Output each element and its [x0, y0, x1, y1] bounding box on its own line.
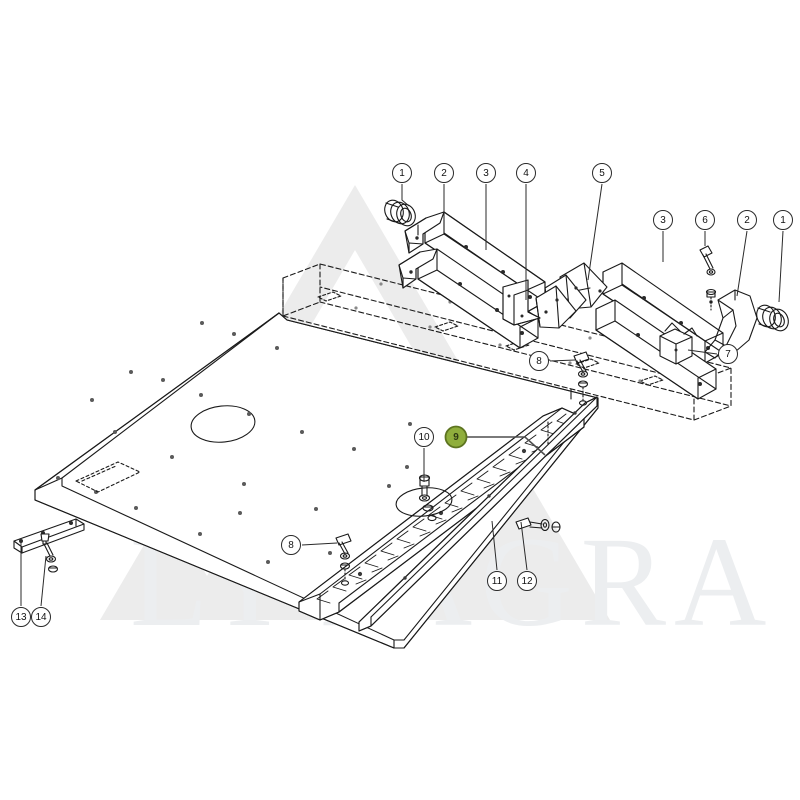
callout-bubble[interactable] — [392, 163, 412, 183]
line-drawing-layer — [13, 199, 789, 649]
callout-bubble[interactable] — [773, 210, 793, 230]
callout-11[interactable]: 11 — [487, 571, 507, 591]
callout-number: 3 — [660, 215, 666, 226]
callout-number: 1 — [780, 215, 786, 226]
callout-2[interactable]: 2 — [737, 210, 757, 230]
clamp-block — [659, 322, 698, 365]
callout-bubble[interactable] — [487, 571, 507, 591]
callout-bubble[interactable] — [718, 344, 738, 364]
callout-bubble[interactable] — [434, 163, 454, 183]
callout-number: 14 — [35, 612, 47, 623]
callout-number: 6 — [702, 215, 708, 226]
callout-2[interactable]: 2 — [434, 163, 454, 183]
callout-bubble[interactable] — [414, 427, 434, 447]
callout-13[interactable]: 13 — [11, 607, 31, 627]
callout-bubble[interactable] — [444, 425, 468, 449]
callout-leader-7 — [687, 349, 718, 355]
callout-leader-12 — [520, 521, 528, 571]
bushing-collar-right — [756, 304, 789, 332]
bushing-collar-left — [384, 199, 416, 227]
auger-trough-right — [595, 262, 724, 400]
callout-number: 1 — [399, 168, 405, 179]
callout-bubble[interactable] — [516, 163, 536, 183]
center-support-bracket — [502, 279, 541, 326]
callout-number: 4 — [523, 168, 529, 179]
callout-number: 3 — [483, 168, 489, 179]
callout-bubble[interactable] — [737, 210, 757, 230]
callout-1[interactable]: 1 — [773, 210, 793, 230]
callout-3[interactable]: 3 — [653, 210, 673, 230]
end-bracket-left — [398, 211, 445, 289]
callout-leader-1 — [401, 184, 410, 207]
callout-leader-9 — [467, 436, 546, 456]
callout-bubble[interactable] — [31, 607, 51, 627]
callout-leader-8 — [301, 542, 338, 546]
callout-bubble[interactable] — [281, 535, 301, 555]
bolt-nut-set-14 — [40, 533, 59, 573]
conveyor-chain-rail — [298, 407, 585, 621]
callout-leader-8 — [549, 359, 576, 362]
callout-1[interactable]: 1 — [392, 163, 412, 183]
callout-number: 13 — [15, 612, 27, 623]
callout-leader-11 — [491, 520, 498, 571]
callout-bubble[interactable] — [529, 351, 549, 371]
callout-number: 8 — [536, 356, 542, 367]
callout-5[interactable]: 5 — [592, 163, 612, 183]
callout-number: 2 — [744, 215, 750, 226]
deck-mounting-pad — [75, 461, 141, 493]
divider-plate — [535, 262, 608, 329]
callout-4[interactable]: 4 — [516, 163, 536, 183]
deck-access-hole — [190, 405, 256, 443]
callout-leader-14 — [40, 555, 47, 607]
callout-10[interactable]: 10 — [414, 427, 434, 447]
fastener-set-8-upper — [573, 351, 590, 406]
fastener-set-12 — [515, 517, 561, 533]
callout-bubble[interactable] — [592, 163, 612, 183]
bolt-long-part6 — [699, 245, 717, 311]
callout-3[interactable]: 3 — [476, 163, 496, 183]
callout-number: 10 — [418, 432, 430, 443]
callout-number: 12 — [521, 576, 533, 587]
guide-rail — [358, 396, 598, 632]
callout-leader-1 — [778, 230, 784, 303]
callout-14[interactable]: 14 — [31, 607, 51, 627]
callout-9-highlighted[interactable]: 9 — [444, 425, 468, 449]
callout-8[interactable]: 8 — [529, 351, 549, 371]
callout-number: 2 — [441, 168, 447, 179]
callout-bubble[interactable] — [517, 571, 537, 591]
callout-number: 8 — [288, 540, 294, 551]
end-bracket-right — [704, 289, 758, 359]
callout-6[interactable]: 6 — [695, 210, 715, 230]
callout-number: 11 — [492, 576, 503, 587]
callout-bubble[interactable] — [11, 607, 31, 627]
callout-bubble[interactable] — [476, 163, 496, 183]
phantom-beam-tabs — [317, 291, 664, 386]
callout-number: 9 — [453, 432, 459, 443]
callout-leader-lines — [20, 183, 784, 607]
callout-7[interactable]: 7 — [718, 344, 738, 364]
callout-number: 7 — [725, 349, 731, 360]
callout-number: 5 — [599, 168, 605, 179]
callout-leader-5 — [587, 183, 603, 281]
callout-12[interactable]: 12 — [517, 571, 537, 591]
callout-bubble[interactable] — [653, 210, 673, 230]
callout-bubble[interactable] — [695, 210, 715, 230]
callout-leader-2 — [736, 230, 748, 297]
fastener-set-8-lower — [335, 533, 352, 586]
callout-8[interactable]: 8 — [281, 535, 301, 555]
deck-panel — [34, 312, 599, 649]
